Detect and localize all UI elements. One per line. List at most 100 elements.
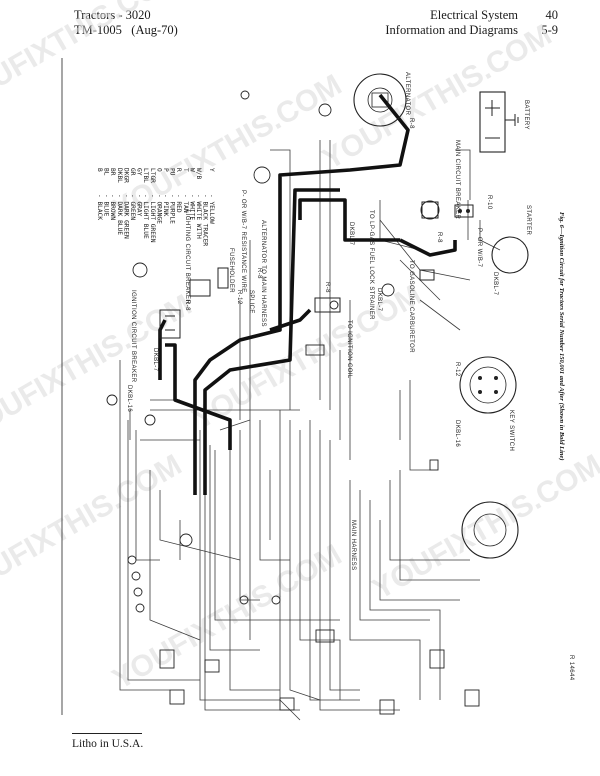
- key-switch-label: KEY SWITCH: [508, 410, 514, 451]
- legend-color: - PINK: [162, 194, 169, 217]
- tractor-model: Tractors - 3020: [74, 8, 151, 22]
- legend-code: R: [175, 168, 182, 172]
- page-header-left: Tractors - 3020 TM-1005 (Aug-70): [74, 8, 178, 38]
- legend-color: - GRAY: [136, 194, 143, 217]
- ignition-coil-label: TO IGNITION COIL: [346, 320, 352, 379]
- manual-number: TM-1005 (Aug-70): [74, 23, 178, 38]
- legend-color: - PURPLE: [169, 194, 176, 224]
- legend-code: DKGR: [122, 168, 129, 183]
- dkbl7-label: DKBL-7: [348, 222, 354, 246]
- main-cb-label: MAIN CIRCUIT BREAKER: [454, 140, 460, 219]
- legend-color: - RED: [175, 194, 182, 213]
- legend-code: DKBL: [116, 168, 123, 183]
- connectors: [106, 90, 480, 715]
- fuse-wire-label: R-12: [236, 290, 242, 305]
- footer-rule: [72, 733, 142, 734]
- legend-color: - LIGHT GREEN: [149, 194, 156, 243]
- watermark: YOUFIXTHIS.COM: [107, 538, 347, 696]
- legend-code: BL: [103, 168, 110, 176]
- legend-color: - DARK GREEN: [122, 194, 129, 239]
- key-switch-r12-label: R-12: [454, 362, 460, 377]
- legend-color: - WHITE: [188, 194, 195, 220]
- lp-wire-label: R-8: [436, 232, 442, 243]
- legend-color: - ORANGE: [155, 194, 162, 224]
- legend-color: - BLACK: [96, 194, 103, 220]
- ignition-coil: TO IGNITION COIL R-8 DKBL-7: [314, 282, 382, 379]
- ignition-cb-label: IGNITION CIRCUIT BREAKER: [130, 290, 136, 383]
- subsection-title: Information and Diagrams: [385, 23, 518, 37]
- legend-code: B: [96, 168, 103, 172]
- alternator-wire-label: R-8: [408, 118, 414, 129]
- legend-code: Y: [208, 168, 215, 172]
- starter: STARTER P- OR W/B-7: [476, 205, 531, 274]
- legend-color: - GREEN: [129, 194, 136, 220]
- legend-code: T: [182, 168, 189, 172]
- lighting-cb-label: LIGHTING CIRCUIT BREAKER: [184, 210, 190, 304]
- watermark: YOUFIXTHIS.COM: [0, 288, 197, 446]
- legend-color: - BLUE: [103, 194, 110, 217]
- battery-label: BATTERY: [523, 100, 529, 130]
- lighting-circuit-breaker: LIGHTING CIRCUIT BREAKER: [184, 210, 211, 304]
- manual-date: (Aug-70): [131, 23, 178, 37]
- legend-color: - YELLOW: [208, 194, 215, 224]
- ignition-cb-wire-label: DKBL-7: [152, 348, 158, 372]
- legend-color: - TAN: [182, 194, 189, 213]
- fuseholder: FUSEHOLDER R-12: [217, 248, 242, 305]
- splice-label: SPLICE: [248, 290, 254, 314]
- lp-gas-strainer: TO LP-GAS FUEL LOCK STRAINER R-8: [368, 200, 442, 320]
- fuseholder-label: FUSEHOLDER: [228, 248, 234, 293]
- carburetor-label: TO GASOLINE CARBURETOR: [408, 260, 414, 353]
- starter-wire-label: P- OR W/B-7: [476, 228, 482, 268]
- alternator-to-harness-label: ALTERNATOR TO MAIN HARNESS: [260, 220, 266, 327]
- legend-color: - LIGHT BLUE: [142, 194, 149, 239]
- light-switch: [461, 501, 519, 559]
- subsection-line: Information and Diagrams 5-9: [385, 23, 558, 38]
- page-number: 40: [545, 8, 559, 22]
- coil-dkbl7-label: DKBL-7: [376, 288, 382, 312]
- legend-color: - BROWN: [109, 194, 116, 220]
- ignition-circuit-breaker: IGNITION CIRCUIT BREAKER DKBL-7 R-8 DKBL…: [126, 290, 190, 412]
- splice-wire-label: R-8: [256, 268, 262, 279]
- footer-text: Litho in U.S.A.: [72, 738, 144, 750]
- resistance-wire-label: P- OR W/B-7 RESISTANCE WIRE: [240, 190, 246, 293]
- figure-caption: Fig. 6—Ignition Circuit for Tractors Ser…: [558, 212, 565, 461]
- watermark: YOUFIXTHIS.COM: [0, 448, 187, 606]
- legend-color: - WHITE WITH: [195, 194, 202, 239]
- watermark: YOUFIXTHIS.COM: [317, 18, 557, 176]
- section-title: Electrical System: [430, 8, 518, 22]
- manual-id: TM-1005: [74, 23, 122, 37]
- section-line: Electrical System 40: [385, 8, 558, 23]
- lp-gas-label: TO LP-GAS FUEL LOCK STRAINER: [368, 210, 374, 320]
- page-reference: 5-9: [541, 23, 558, 37]
- legend-color: - DARK BLUE: [116, 194, 123, 235]
- legend-code: LTGR: [149, 168, 156, 183]
- legend-code: LTBL: [142, 168, 149, 183]
- page-header-right: Electrical System 40 Information and Diag…: [385, 8, 558, 38]
- color-legend: B - BLACK BL - BLUE BR - BROWN DKBL - DARK BLUE…: [96, 168, 215, 246]
- alternator-label: ALTERNATOR: [404, 72, 410, 116]
- watermark: YOUFIXTHIS.COM: [0, 0, 187, 116]
- legend-codes: B - BLACK BL - BLUE BR - BROWN DKBL - DARK BLUE…: [96, 168, 215, 246]
- legend-code: W: [188, 168, 195, 172]
- figure-id: R 14644: [568, 655, 574, 681]
- carb-wire-label: DKBL-7: [492, 272, 498, 296]
- legend-code: GR: [129, 168, 136, 176]
- dkbl16-label: DKBL-16: [126, 385, 132, 412]
- main-cb-wire-label: R-10: [486, 195, 492, 210]
- alternator: ALTERNATOR R-8: [353, 72, 414, 129]
- legend-code: PU: [169, 168, 176, 176]
- legend-code: P: [162, 168, 169, 172]
- legend-code: W/B: [195, 168, 202, 179]
- gasoline-carburetor: TO GASOLINE CARBURETOR DKBL-7: [408, 260, 498, 353]
- coil-wire-label: R-8: [324, 282, 330, 293]
- watermark: YOUFIXTHIS.COM: [187, 278, 427, 436]
- ignition-circuit-bold: [158, 93, 457, 495]
- legend-code: BR: [109, 168, 116, 176]
- battery: BATTERY: [479, 91, 529, 153]
- main-circuit-breaker: MAIN CIRCUIT BREAKER R-10: [454, 140, 492, 219]
- main-harness-label: MAIN HARNESS: [350, 520, 356, 570]
- harness-wires: [119, 140, 501, 721]
- key-switch: KEY SWITCH R-12 DKBL-16: [454, 356, 517, 451]
- legend-code: O: [155, 168, 162, 172]
